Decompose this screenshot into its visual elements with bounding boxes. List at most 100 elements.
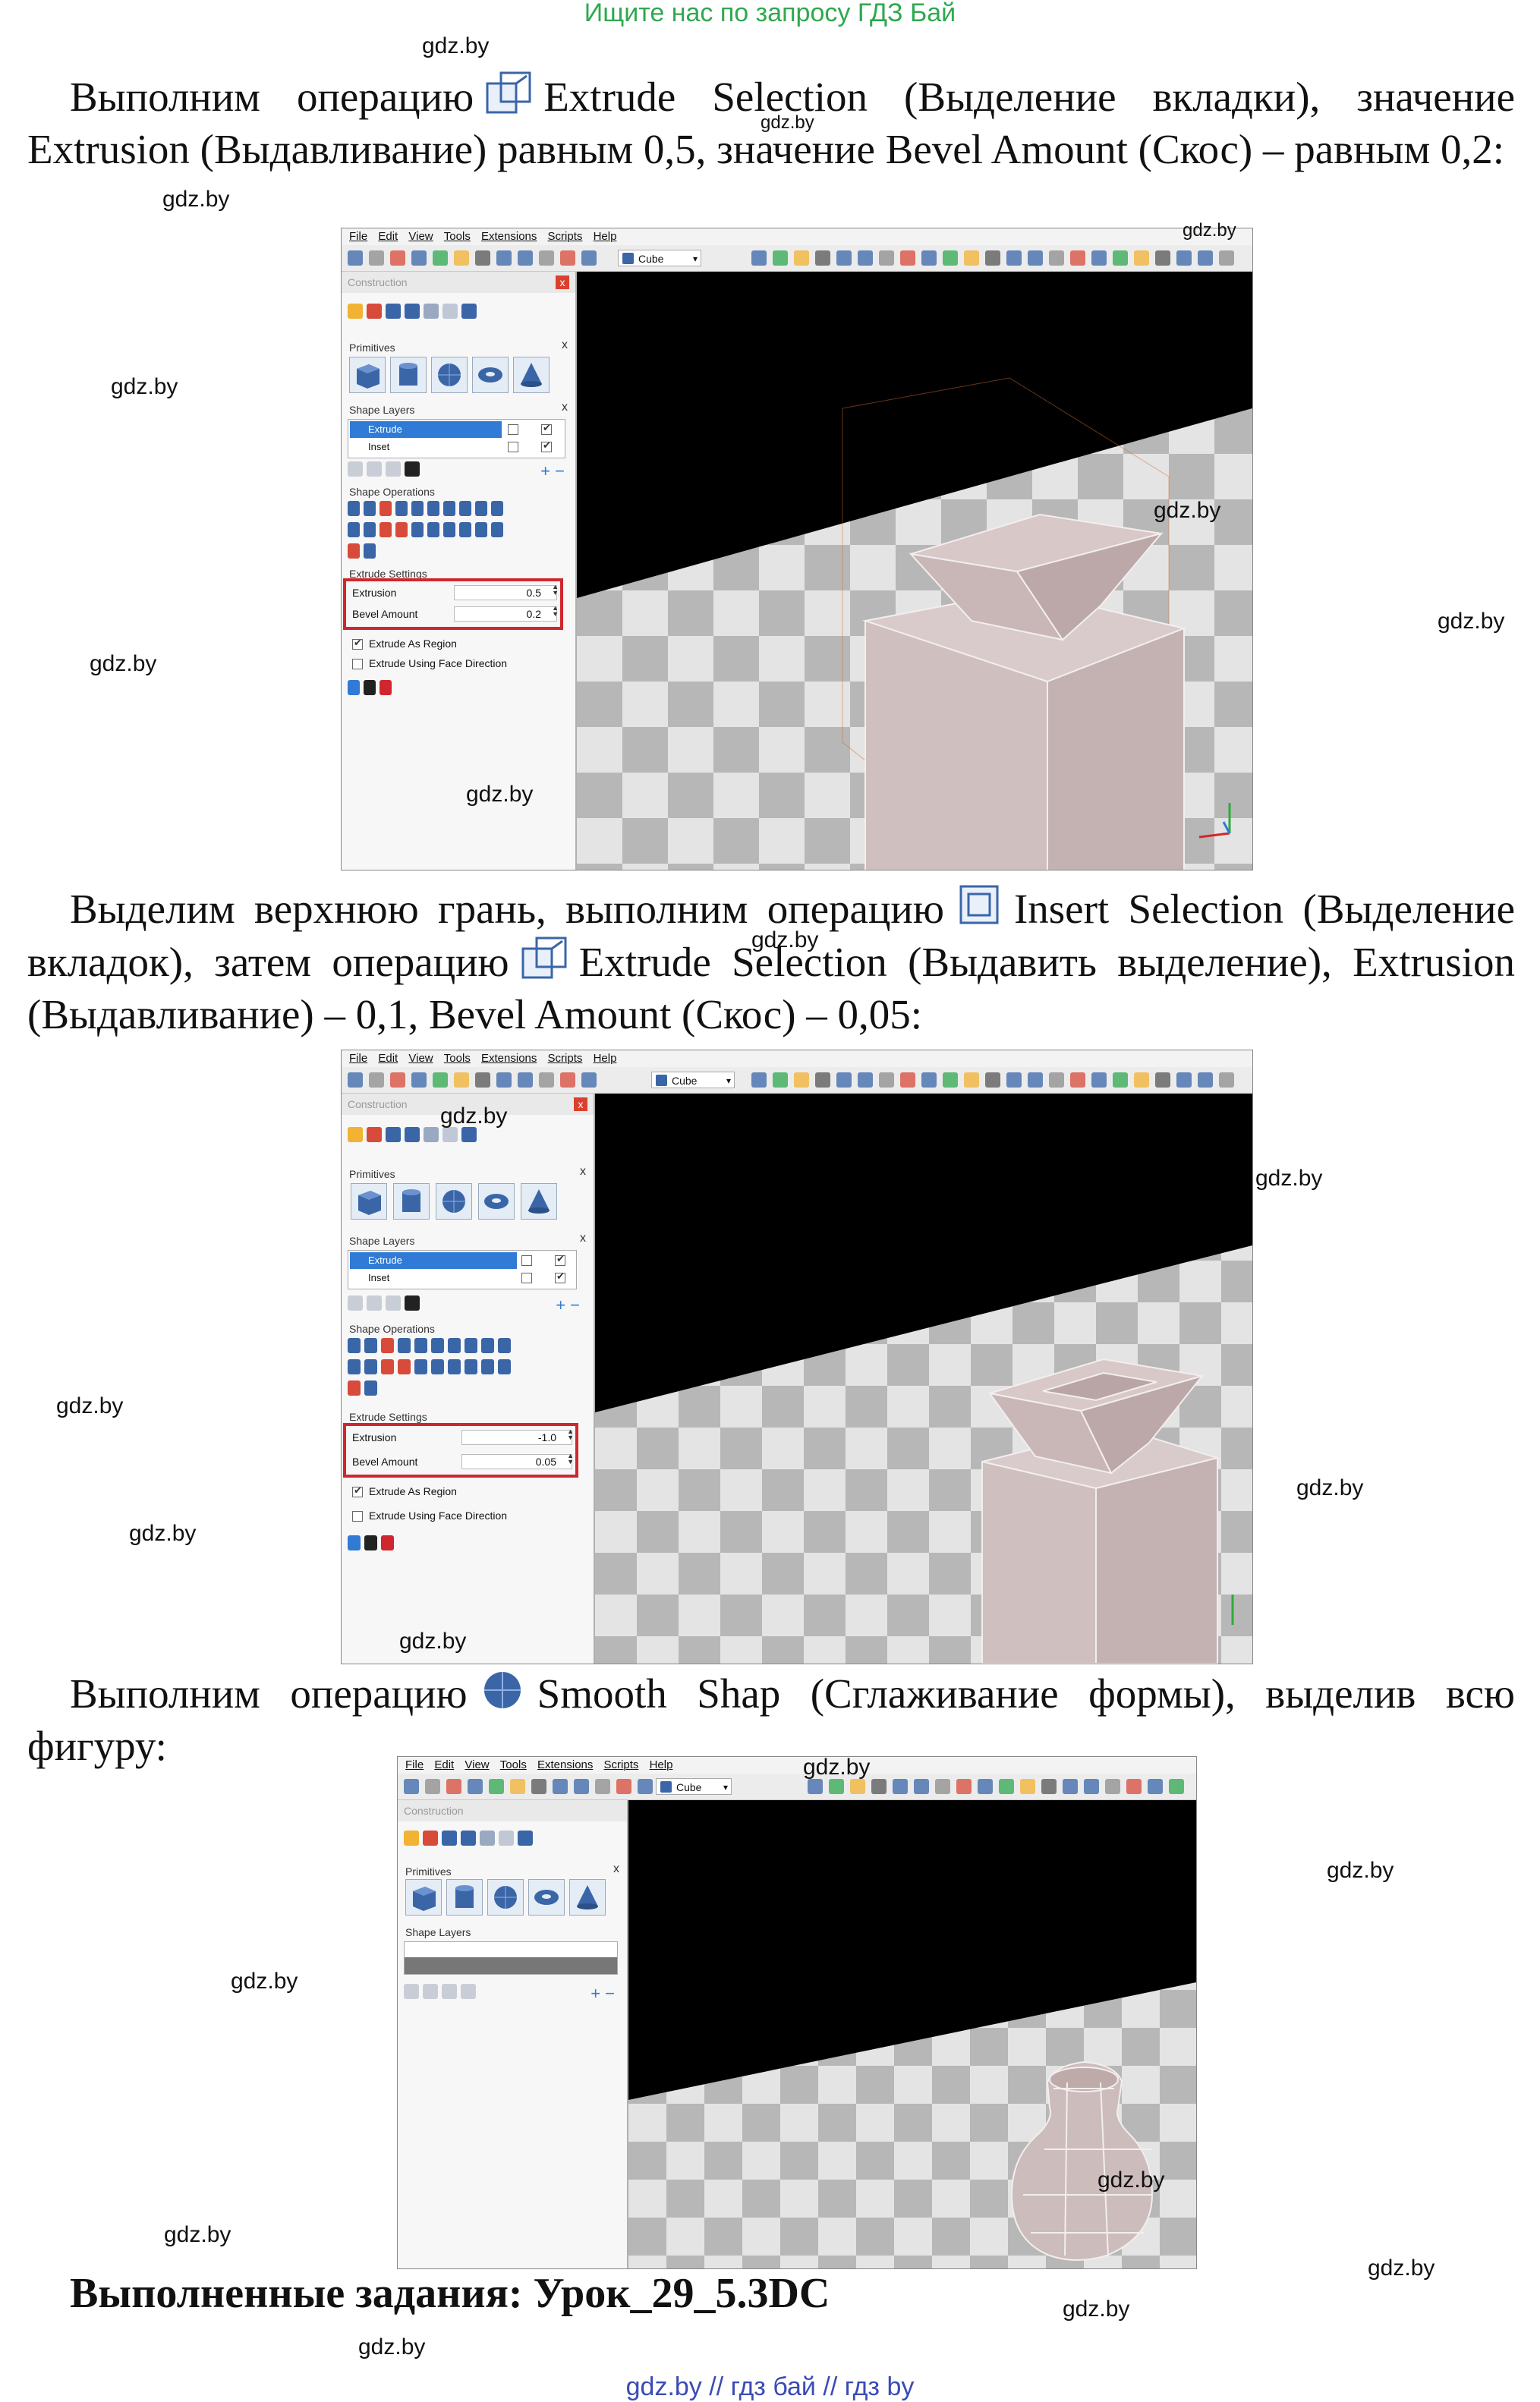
primitives-close-icon[interactable]: x — [613, 1862, 619, 1875]
layer-row-extrude[interactable]: Extrude — [350, 421, 502, 438]
toolbar-button[interactable] — [581, 1072, 597, 1088]
toolbar-button[interactable] — [794, 250, 809, 266]
toolbar-button[interactable] — [900, 1072, 915, 1088]
menu-extensions[interactable]: Extensions — [481, 1052, 537, 1065]
menu-file[interactable]: File — [405, 1758, 424, 1771]
toolbar-button[interactable] — [1219, 250, 1234, 266]
op-icon[interactable] — [431, 1359, 444, 1374]
op-icon[interactable] — [348, 1380, 361, 1396]
toolbar-button[interactable] — [858, 250, 873, 266]
toolbar-button[interactable] — [560, 1072, 575, 1088]
op-icon[interactable] — [498, 1338, 511, 1353]
cube-mode-icon[interactable] — [442, 1831, 457, 1846]
primitive-cone-button[interactable] — [569, 1879, 606, 1916]
toolbar-button[interactable] — [1155, 1072, 1170, 1088]
toolbar-button[interactable] — [1063, 1779, 1078, 1794]
primitive-torus-button[interactable] — [472, 357, 509, 393]
shape-layers-close-icon[interactable]: x — [562, 401, 568, 414]
spinner-icon[interactable]: ▲▼ — [552, 604, 559, 618]
cancel-icon[interactable] — [381, 1535, 394, 1550]
down-arrow-icon[interactable] — [386, 461, 401, 477]
layer-row-inset[interactable]: Inset — [368, 441, 390, 452]
menu-view[interactable]: View — [408, 230, 433, 243]
layer-visible-checkbox[interactable] — [521, 1255, 532, 1266]
toolbar-button[interactable] — [454, 250, 469, 266]
primitive-cone-button[interactable] — [513, 357, 550, 393]
op-icon[interactable] — [481, 1359, 494, 1374]
toolbar-button[interactable] — [978, 1779, 993, 1794]
spinner-icon[interactable]: ▲▼ — [567, 1452, 574, 1465]
primitive-cube-button[interactable] — [405, 1879, 442, 1916]
op-icon[interactable] — [459, 501, 471, 516]
down-arrow-icon[interactable] — [442, 1984, 457, 1999]
cube-mode-icon[interactable] — [386, 304, 401, 319]
layer-enabled-checkbox[interactable] — [541, 439, 552, 452]
shape-select[interactable]: Cube▾ — [656, 1778, 732, 1795]
toolbar-button[interactable] — [985, 1072, 1000, 1088]
toolbar-button[interactable] — [773, 1072, 788, 1088]
toolbar-button[interactable] — [836, 250, 852, 266]
op-icon[interactable] — [379, 501, 392, 516]
add-remove-layer[interactable]: + − — [540, 461, 565, 480]
toolbar-button[interactable] — [496, 1072, 512, 1088]
toolbar-button[interactable] — [871, 1779, 887, 1794]
menu-file[interactable]: File — [349, 1052, 368, 1065]
toolbar-button[interactable] — [489, 1779, 504, 1794]
primitive-cube-button[interactable] — [349, 357, 386, 393]
toolbar-button[interactable] — [1169, 1779, 1184, 1794]
menu-tools[interactable]: Tools — [443, 230, 471, 243]
brush-icon[interactable] — [424, 1127, 439, 1142]
checkbox[interactable] — [352, 1511, 363, 1522]
brick-icon[interactable] — [367, 304, 382, 319]
toolbar-button[interactable] — [815, 1072, 830, 1088]
toolbar-button[interactable] — [879, 250, 894, 266]
op-icon[interactable] — [364, 543, 376, 559]
menu-scripts[interactable]: Scripts — [547, 1052, 583, 1065]
toolbar-button[interactable] — [964, 1072, 979, 1088]
op-icon[interactable] — [427, 501, 439, 516]
op-icon[interactable] — [475, 522, 487, 537]
toolbar-button[interactable] — [616, 1779, 631, 1794]
op-icon[interactable] — [465, 1359, 477, 1374]
toolbar-button[interactable] — [956, 1779, 972, 1794]
op-icon[interactable] — [364, 501, 376, 516]
toolbar-button[interactable] — [425, 1779, 440, 1794]
op-icon[interactable] — [395, 522, 408, 537]
layer-visible-checkbox[interactable] — [521, 1273, 532, 1283]
toolbar-button[interactable] — [539, 250, 554, 266]
toolbar-button[interactable] — [496, 250, 512, 266]
toolbar-button[interactable] — [1113, 250, 1128, 266]
toolbar-button[interactable] — [595, 1779, 610, 1794]
cancel-icon[interactable] — [379, 680, 392, 695]
primitives-close-icon[interactable]: x — [580, 1165, 586, 1178]
toolbar-button[interactable] — [518, 1072, 533, 1088]
primitives-close-icon[interactable]: x — [562, 338, 568, 351]
toolbar-button[interactable] — [553, 1779, 568, 1794]
toolbar-button[interactable] — [1049, 250, 1064, 266]
toolbar-button[interactable] — [943, 1072, 958, 1088]
op-icon[interactable] — [348, 501, 360, 516]
layer-visible-checkbox[interactable] — [508, 442, 518, 452]
toolbar-button[interactable] — [1041, 1779, 1057, 1794]
film-icon[interactable] — [461, 1127, 477, 1142]
film-icon[interactable] — [518, 1831, 533, 1846]
toolbar-button[interactable] — [858, 1072, 873, 1088]
toolbar-button[interactable] — [1198, 1072, 1213, 1088]
toolbar-button[interactable] — [1006, 250, 1022, 266]
toolbar-button[interactable] — [348, 250, 363, 266]
wrench-icon[interactable] — [348, 461, 363, 477]
toolbar-button[interactable] — [411, 1072, 427, 1088]
toolbar-button[interactable] — [935, 1779, 950, 1794]
toolbar-button[interactable] — [1198, 250, 1213, 266]
bulb-icon[interactable] — [442, 304, 458, 319]
close-icon[interactable]: x — [574, 1097, 587, 1111]
bottom-banner[interactable]: gdz.by // гдз бай // гдз by — [625, 2372, 915, 2401]
menu-edit[interactable]: Edit — [378, 230, 398, 243]
toolbar-button[interactable] — [1219, 1072, 1234, 1088]
toolbar-button[interactable] — [1028, 1072, 1043, 1088]
menu-tools[interactable]: Tools — [499, 1758, 527, 1771]
toolbar-button[interactable] — [510, 1779, 525, 1794]
toolbar-button[interactable] — [468, 1779, 483, 1794]
op-icon[interactable] — [448, 1359, 461, 1374]
op-icon[interactable] — [348, 1359, 361, 1374]
